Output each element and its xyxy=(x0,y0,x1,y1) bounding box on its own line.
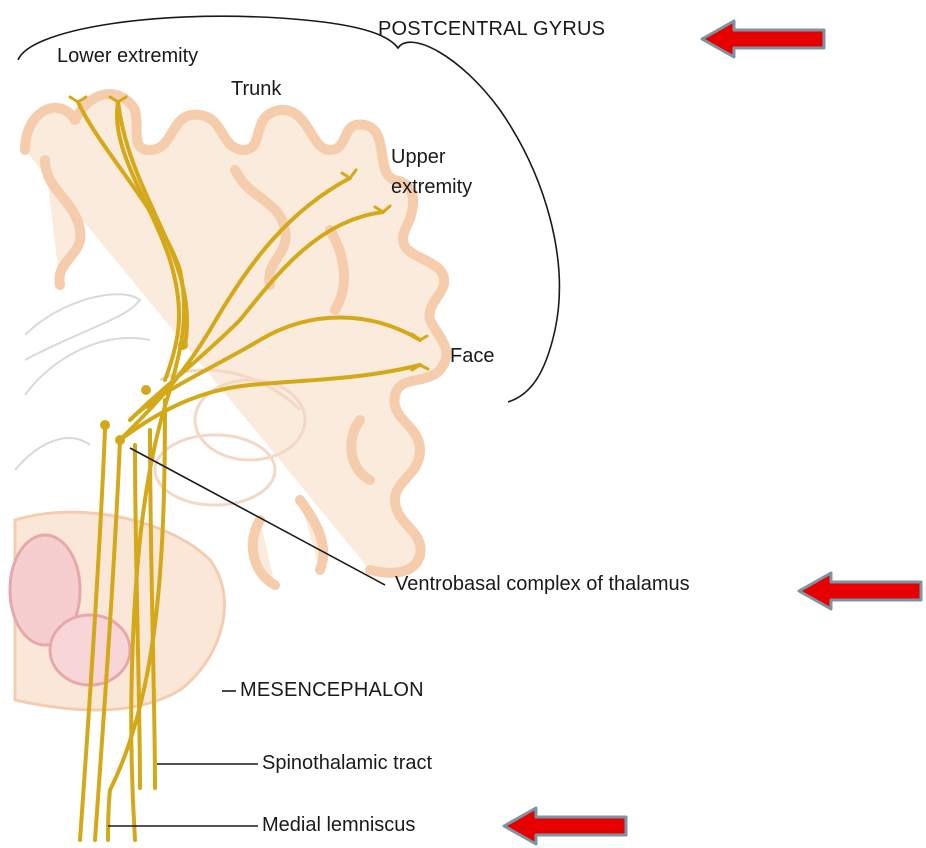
red-arrow-left-icon xyxy=(698,18,828,60)
label-upper-extremity-line2: extremity xyxy=(391,176,472,199)
label-trunk: Trunk xyxy=(231,78,281,101)
label-spinothalamic-tract: Spinothalamic tract xyxy=(262,752,432,775)
label-mesencephalon: MESENCEPHALON xyxy=(240,679,424,702)
label-medial-lemniscus: Medial lemniscus xyxy=(262,814,415,837)
brainstem-region xyxy=(10,512,224,710)
background-gray-structures xyxy=(15,294,150,470)
label-ventrobasal-complex: Ventrobasal complex of thalamus xyxy=(395,573,690,596)
label-upper-extremity-line1: Upper xyxy=(391,146,445,169)
label-lower-extremity: Lower extremity xyxy=(57,45,198,68)
label-postcentral-gyrus: POSTCENTRAL GYRUS xyxy=(378,18,605,41)
red-arrow-left-icon xyxy=(500,805,630,847)
red-arrow-left-icon xyxy=(795,570,925,612)
label-face: Face xyxy=(450,345,494,368)
